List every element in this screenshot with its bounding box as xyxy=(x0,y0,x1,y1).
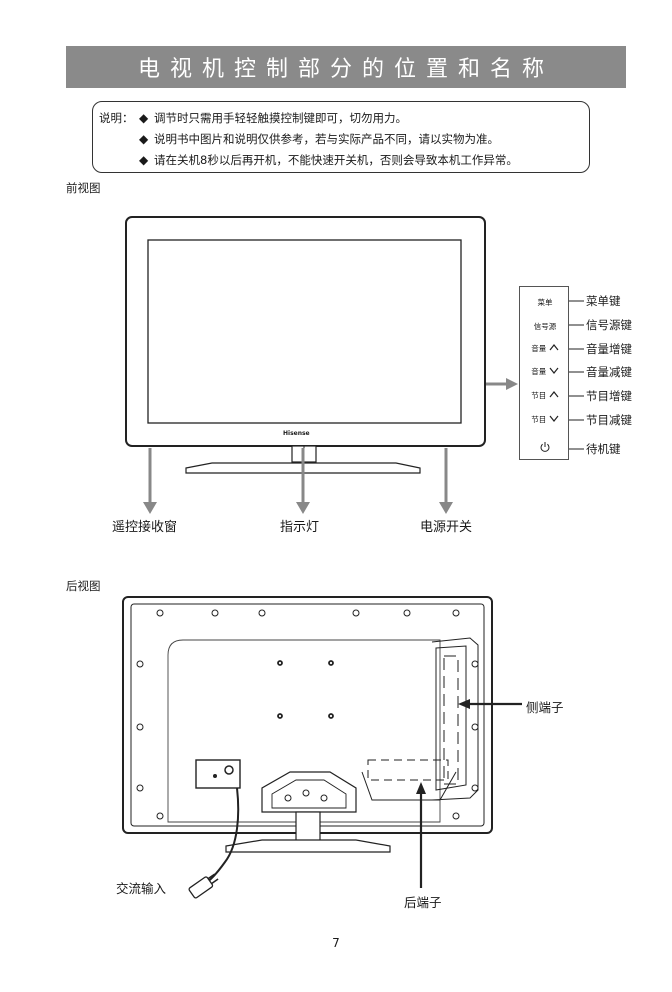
key-channel-down[interactable]: 节目 xyxy=(520,414,570,425)
front-view-label: 前视图 xyxy=(66,181,101,195)
volume-down-key-name: 音量减键 xyxy=(586,365,632,379)
note-item: ◆ 说明书中图片和说明仅供参考，若与实际产品不同，请以实物为准。 xyxy=(139,131,499,147)
power-icon xyxy=(540,442,550,452)
front-view-diagram xyxy=(125,216,584,514)
ac-socket xyxy=(195,759,241,789)
control-panel: 菜单 信号源 音量 音量 节目 节目 xyxy=(519,286,569,460)
note-text: 调节时只需用手轻轻触摸控制键即可，切勿用力。 xyxy=(154,111,407,125)
key-volume-down-label: 音量 xyxy=(531,367,547,376)
note-text: 说明书中图片和说明仅供参考，若与实际产品不同，请以实物为准。 xyxy=(154,132,499,146)
brand-logo: Hisense xyxy=(283,430,310,437)
page-title: 电视机控制部分的位置和名称 xyxy=(66,46,626,88)
rear-terminal-label: 后端子 xyxy=(404,895,442,910)
note-item: ◆ 请在关机8秒以后再开机，不能快速开关机，否则会导致本机工作异常。 xyxy=(139,152,518,168)
chevron-down-icon xyxy=(549,367,559,374)
page-number: 7 xyxy=(332,936,340,950)
volume-up-key-name: 音量增键 xyxy=(586,342,632,356)
key-standby[interactable] xyxy=(520,441,570,455)
chevron-up-icon xyxy=(549,391,559,398)
diamond-bullet-icon: ◆ xyxy=(139,132,149,146)
menu-key-name: 菜单键 xyxy=(586,294,621,308)
key-volume-up[interactable]: 音量 xyxy=(520,343,570,354)
ac-input-label: 交流输入 xyxy=(116,881,167,896)
rear-view-diagram xyxy=(122,596,522,899)
side-terminal-ports xyxy=(443,655,459,785)
rear-terminal-ports xyxy=(367,759,449,781)
key-menu-label: 菜单 xyxy=(537,298,553,307)
chevron-down-icon xyxy=(549,415,559,422)
note-item: ◆ 调节时只需用手轻轻触摸控制键即可，切勿用力。 xyxy=(139,110,407,126)
key-menu[interactable]: 菜单 xyxy=(520,297,570,308)
tv-screen xyxy=(147,239,462,424)
channel-up-key-name: 节目增键 xyxy=(586,389,632,403)
vesa-holes xyxy=(277,660,334,719)
key-source-label: 信号源 xyxy=(533,322,557,331)
note-text: 请在关机8秒以后再开机，不能快速开关机，否则会导致本机工作异常。 xyxy=(154,153,518,167)
remote-window-label: 遥控接收窗 xyxy=(112,520,178,535)
source-key-name: 信号源键 xyxy=(586,318,632,332)
standby-key-name: 待机键 xyxy=(586,442,621,456)
key-source[interactable]: 信号源 xyxy=(520,321,570,332)
diamond-bullet-icon: ◆ xyxy=(139,153,149,167)
notes-lead: 说明： xyxy=(99,111,134,125)
notes-box: 说明： ◆ 调节时只需用手轻轻触摸控制键即可，切勿用力。 ◆ 说明书中图片和说明仅供… xyxy=(92,101,590,173)
key-channel-down-label: 节目 xyxy=(531,415,547,424)
rim-screws xyxy=(136,609,479,820)
indicator-label: 指示灯 xyxy=(280,520,320,535)
key-channel-up-label: 节目 xyxy=(531,391,547,400)
key-volume-down[interactable]: 音量 xyxy=(520,366,570,377)
key-channel-up[interactable]: 节目 xyxy=(520,390,570,401)
channel-down-key-name: 节目减键 xyxy=(586,413,632,427)
diamond-bullet-icon: ◆ xyxy=(139,111,149,125)
side-terminal-label: 侧端子 xyxy=(526,700,564,715)
key-volume-up-label: 音量 xyxy=(531,344,547,353)
power-plug xyxy=(188,873,219,899)
power-switch-label: 电源开关 xyxy=(420,520,473,535)
rear-view-label: 后视图 xyxy=(66,579,101,593)
rear-stand-base xyxy=(225,839,391,853)
chevron-up-icon xyxy=(549,344,559,351)
